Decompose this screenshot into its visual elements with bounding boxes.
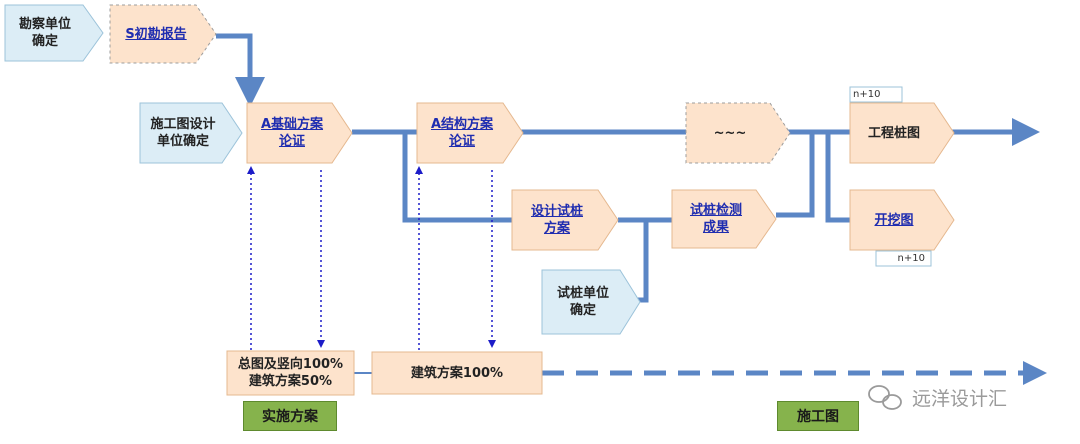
main-arrowhead	[1012, 118, 1040, 146]
structure-scheme-shape	[416, 102, 524, 164]
flow-to-excavation	[825, 132, 850, 223]
dotted-arrows	[247, 166, 496, 350]
arch-scheme-shape	[371, 351, 543, 395]
dashed-arrowhead	[1023, 361, 1047, 385]
test-pile-scheme-shape	[511, 189, 619, 251]
wechat-icon	[868, 385, 902, 410]
flow-branch-test-scheme	[402, 132, 512, 223]
excavation-tag: n+10	[897, 253, 925, 264]
flow-result-up	[776, 132, 815, 218]
phase-construction-drawing: 施工图	[777, 401, 859, 431]
node-shapes	[4, 4, 955, 396]
pile-tag-shape	[849, 86, 903, 103]
excavation-tag-shape	[875, 250, 932, 267]
ellipsis-shape	[685, 102, 791, 164]
watermark-text: 远洋设计汇	[912, 387, 1008, 410]
pile-drawing-tag: n+10	[853, 89, 881, 100]
excavation-drawing-shape	[849, 189, 955, 251]
foundation-scheme-shape	[246, 102, 353, 164]
survey-unit-shape	[4, 4, 104, 62]
test-pile-result-shape	[671, 189, 777, 249]
initial-report-shape	[109, 4, 217, 64]
flow-report-to-foundation	[216, 33, 265, 107]
site-plan-shape	[226, 350, 355, 396]
phase-implementation: 实施方案	[243, 401, 337, 431]
test-pile-unit-shape	[541, 269, 641, 335]
pile-drawing-shape	[849, 102, 955, 164]
design-unit-shape	[139, 102, 243, 164]
